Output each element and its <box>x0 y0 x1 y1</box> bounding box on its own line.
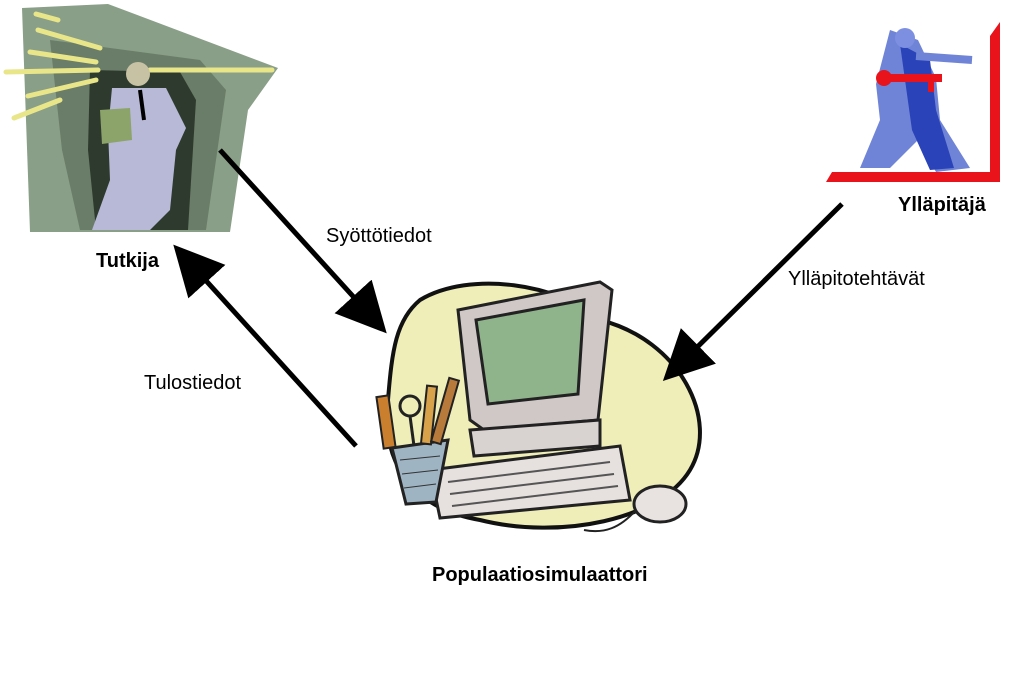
input-edge-label: Syöttötiedot <box>326 225 432 247</box>
maintenance-edge-label: Ylläpitotehtävät <box>788 268 925 290</box>
output-edge-label: Tulostiedot <box>144 372 242 394</box>
input-arrow <box>218 148 387 334</box>
output-arrow <box>173 244 358 448</box>
maintainer-label: Ylläpitäjä <box>898 194 986 216</box>
researcher-label: Tutkija <box>96 250 159 272</box>
simulator-label: Populaatiosimulaattori <box>432 564 648 586</box>
maintenance-arrow <box>662 202 844 382</box>
computer-clipart-icon <box>375 280 702 533</box>
maintainer-key-clipart-icon <box>826 22 1000 182</box>
researcher-clipart-icon <box>3 4 278 232</box>
